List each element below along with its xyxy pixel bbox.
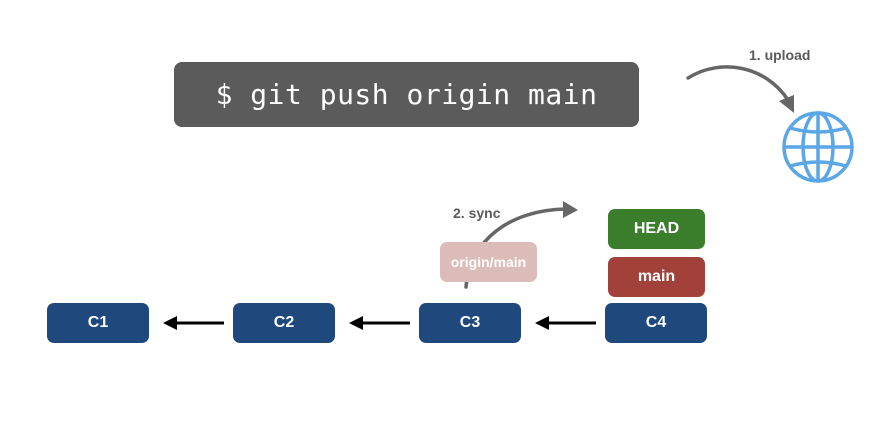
sync-label: 2. sync	[453, 205, 501, 221]
main-branch-ref: main	[608, 257, 705, 297]
upload-label: 1. upload	[749, 47, 811, 63]
commit-c2: C2	[233, 303, 335, 343]
command-text: $ git push origin main	[174, 62, 639, 127]
commit-c4: C4	[605, 303, 707, 343]
c3-to-c2-arrow-head	[349, 316, 363, 330]
commit-c3: C3	[419, 303, 521, 343]
c2-to-c1-arrow-head	[163, 316, 177, 330]
commit-c1: C1	[47, 303, 149, 343]
globe-icon	[782, 111, 854, 183]
head-ref: HEAD	[608, 209, 705, 249]
upload-arrow-head	[779, 95, 794, 113]
sync-arrow-head	[563, 201, 578, 218]
origin-main-ref: origin/main	[440, 242, 537, 282]
upload-arrow	[686, 65, 790, 102]
c4-to-c3-arrow-head	[535, 316, 549, 330]
